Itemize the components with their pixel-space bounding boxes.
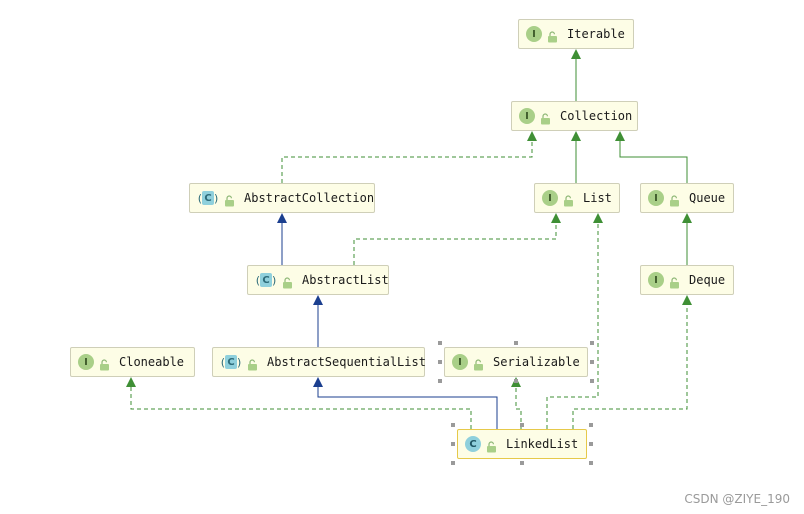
unlocked-icon — [99, 356, 110, 371]
abstract-class-icon: (C) — [197, 191, 219, 205]
edge-layer — [126, 49, 692, 429]
node-queue[interactable]: I Queue — [640, 183, 734, 213]
edge-linked-list-to-list — [546, 213, 603, 429]
edge-abstract-collection-to-collection — [281, 131, 537, 183]
selection-handle[interactable] — [451, 423, 455, 427]
selection-handle[interactable] — [590, 379, 594, 383]
node-deque[interactable]: I Deque — [640, 265, 734, 295]
node-abstract-list[interactable]: (C) AbstractList — [247, 265, 389, 295]
node-iterable[interactable]: I Iterable — [518, 19, 634, 49]
unlocked-icon — [563, 192, 574, 207]
selection-handle[interactable] — [514, 341, 518, 345]
abstract-class-icon: (C) — [255, 273, 277, 287]
node-label: Cloneable — [119, 355, 185, 369]
selection-handle[interactable] — [589, 423, 593, 427]
node-abstract-sequential-list[interactable]: (C) AbstractSequentialList — [212, 347, 426, 377]
unlocked-icon — [486, 438, 497, 453]
node-label: LinkedList — [506, 437, 579, 451]
edge-abstract-list-to-list — [353, 213, 561, 265]
node-label: List — [583, 191, 612, 205]
interface-icon: I — [648, 190, 664, 206]
selection-handle[interactable] — [514, 379, 518, 383]
selection-handle[interactable] — [590, 360, 594, 364]
edge-linked-list-to-serializable — [511, 377, 522, 429]
node-cloneable[interactable]: I Cloneable — [70, 347, 195, 377]
selection-handle[interactable] — [438, 341, 442, 345]
node-label: AbstractCollection — [244, 191, 375, 205]
unlocked-icon — [540, 110, 551, 125]
selection-handle[interactable] — [451, 461, 455, 465]
unlocked-icon — [247, 356, 258, 371]
selection-handle[interactable] — [589, 442, 593, 446]
edge-queue-to-collection — [615, 131, 688, 183]
selection-handle[interactable] — [589, 461, 593, 465]
node-label: Deque — [689, 273, 726, 287]
unlocked-icon — [669, 274, 680, 289]
edge-linked-list-to-cloneable — [126, 377, 472, 429]
node-linked-list[interactable]: C LinkedList — [457, 429, 587, 459]
interface-icon: I — [519, 108, 535, 124]
abstract-class-icon: (C) — [220, 355, 242, 369]
node-label: Iterable — [567, 27, 625, 41]
selection-handle[interactable] — [520, 461, 524, 465]
node-abstract-collection[interactable]: (C) AbstractCollection — [189, 183, 375, 213]
edge-linked-list-to-abstract-sequential-list — [313, 377, 498, 429]
selection-handle[interactable] — [520, 423, 524, 427]
unlocked-icon — [473, 356, 484, 371]
node-label: Serializable — [493, 355, 580, 369]
node-label: Collection — [560, 109, 633, 123]
unlocked-icon — [547, 28, 558, 43]
node-list[interactable]: I List — [534, 183, 620, 213]
edge-linked-list-to-deque — [572, 295, 692, 429]
node-label: AbstractList — [302, 273, 389, 287]
watermark: CSDN @ZIYE_190 — [684, 492, 790, 506]
unlocked-icon — [669, 192, 680, 207]
node-label: Queue — [689, 191, 726, 205]
interface-icon: I — [542, 190, 558, 206]
selection-handle[interactable] — [438, 360, 442, 364]
selection-handle[interactable] — [451, 442, 455, 446]
node-label: AbstractSequentialList — [267, 355, 426, 369]
unlocked-icon — [282, 274, 293, 289]
interface-icon: I — [78, 354, 94, 370]
class-icon: C — [465, 436, 481, 452]
unlocked-icon — [224, 192, 235, 207]
selection-handle[interactable] — [590, 341, 594, 345]
interface-icon: I — [526, 26, 542, 42]
node-collection[interactable]: I Collection — [511, 101, 638, 131]
node-serializable[interactable]: I Serializable — [444, 347, 588, 377]
selection-handle[interactable] — [438, 379, 442, 383]
interface-icon: I — [648, 272, 664, 288]
interface-icon: I — [452, 354, 468, 370]
